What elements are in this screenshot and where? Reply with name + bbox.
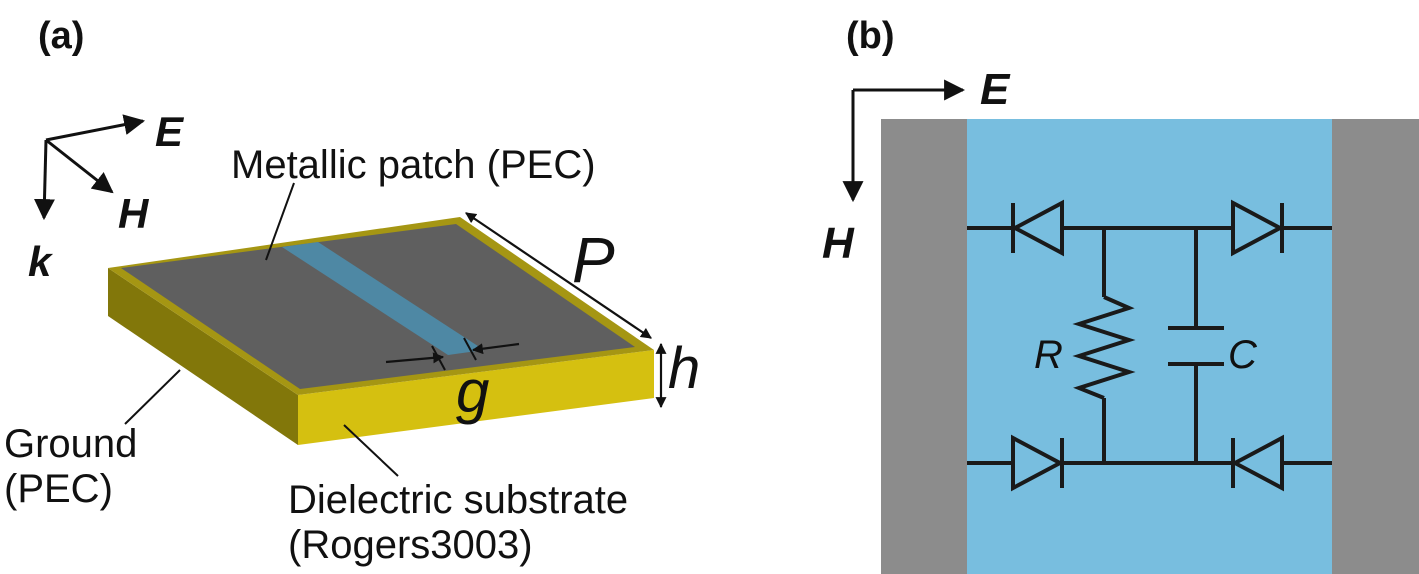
patch-label: Metallic patch (PEC) xyxy=(231,143,596,187)
period-dimension-arrow xyxy=(465,212,652,339)
substrate-label-line2: (Rogers3003) xyxy=(288,523,533,567)
resistor xyxy=(1072,228,1136,463)
diode-bottom-left xyxy=(1011,434,1065,492)
panel-b: (b) E H xyxy=(822,15,1419,574)
e-axis-arrow xyxy=(45,114,146,142)
ground-leader-line xyxy=(124,369,181,425)
diode-top-left xyxy=(1010,199,1064,257)
gap-region xyxy=(967,119,1332,574)
resistor-label: R xyxy=(1034,333,1063,377)
gap-arrow-left xyxy=(385,352,445,364)
h-axis-arrow xyxy=(45,138,114,194)
substrate-left-face xyxy=(108,268,298,445)
gap-tick-left xyxy=(431,345,446,371)
h-axis-label: H xyxy=(118,190,150,237)
capacitor xyxy=(1168,228,1224,463)
k-axis-label: k xyxy=(28,238,54,285)
e-axis-label: E xyxy=(980,65,1011,114)
gap-tick-right xyxy=(463,337,477,361)
substrate-leader-line xyxy=(343,424,399,477)
panel-b-axes: E H xyxy=(822,65,1011,268)
ground-label-line1: Ground xyxy=(4,422,137,466)
right-metal-patch xyxy=(1332,119,1419,574)
gap-arrow-right xyxy=(471,342,520,355)
e-axis-label: E xyxy=(155,108,185,155)
panel-a-axes: E H k xyxy=(28,108,185,285)
gap-strip xyxy=(282,242,484,355)
diode-bottom-right xyxy=(1230,434,1284,492)
height-label: h xyxy=(668,336,700,401)
capacitor-label: C xyxy=(1228,333,1258,377)
panel-b-tag: (b) xyxy=(846,15,895,57)
substrate-label-line1: Dielectric substrate xyxy=(288,478,628,522)
panel-a-tag: (a) xyxy=(38,15,84,57)
ground-label-line2: (PEC) xyxy=(4,467,113,511)
period-label: P xyxy=(572,224,615,296)
gap-label: g xyxy=(456,358,489,425)
h-axis-label: H xyxy=(822,219,855,268)
diode-top-right xyxy=(1231,199,1285,257)
panel-a: (a) E H k P h g Met xyxy=(4,15,700,567)
lumped-circuit xyxy=(967,199,1332,492)
left-metal-patch xyxy=(881,119,967,574)
patch-leader-line xyxy=(265,182,295,261)
substrate-front-face xyxy=(298,350,654,445)
k-axis-arrow xyxy=(33,139,55,221)
